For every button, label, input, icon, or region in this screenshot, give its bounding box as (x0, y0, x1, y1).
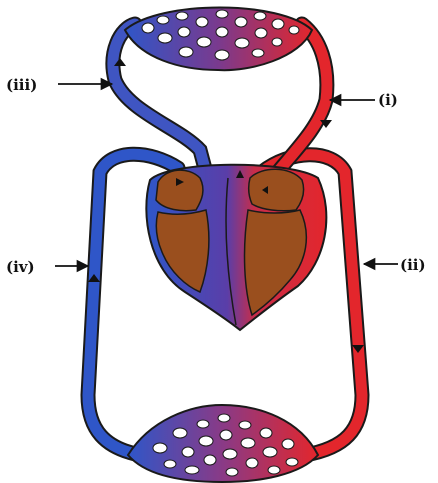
body-capillary-bed (128, 405, 318, 482)
lung-capillary-bed (125, 8, 312, 71)
right-ventricle (156, 210, 209, 292)
heart (146, 165, 326, 330)
label-iv: (iv) (6, 258, 35, 276)
label-iii: (iii) (6, 76, 37, 94)
label-ii: (ii) (400, 256, 426, 274)
right-atrium (156, 170, 203, 211)
label-i: (i) (378, 91, 398, 109)
left-atrium (249, 169, 304, 211)
